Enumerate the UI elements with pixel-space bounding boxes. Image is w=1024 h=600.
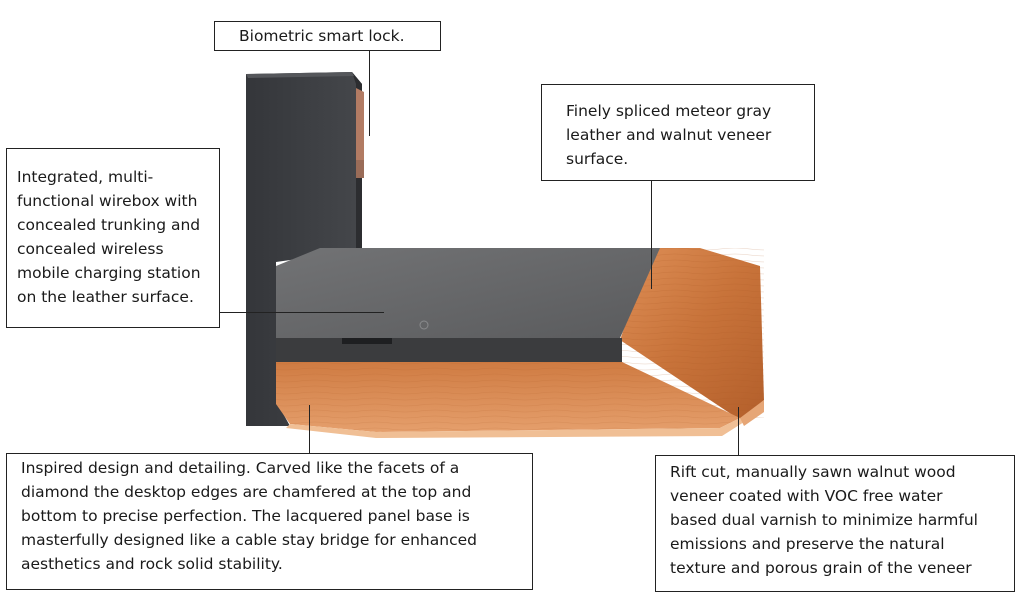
leader-veneer: [738, 407, 739, 455]
callout-walnut-veneer: Rift cut, manually sawn walnut wood vene…: [655, 455, 1015, 592]
leader-leather: [651, 181, 652, 289]
leader-design: [309, 405, 310, 453]
callout-leather-surface: Finely spliced meteor gray leather and w…: [541, 84, 815, 181]
panel-base: [246, 72, 364, 426]
smart-lock-icon: [356, 160, 364, 178]
leader-lock: [369, 51, 370, 136]
callout-wirebox: Integrated, multi- functional wirebox wi…: [6, 148, 220, 328]
leader-wirebox: [220, 312, 384, 313]
callout-design-detailing: Inspired design and detailing. Carved li…: [6, 453, 533, 590]
desktop-top: [276, 248, 764, 438]
callout-smart-lock: Biometric smart lock.: [214, 21, 441, 51]
